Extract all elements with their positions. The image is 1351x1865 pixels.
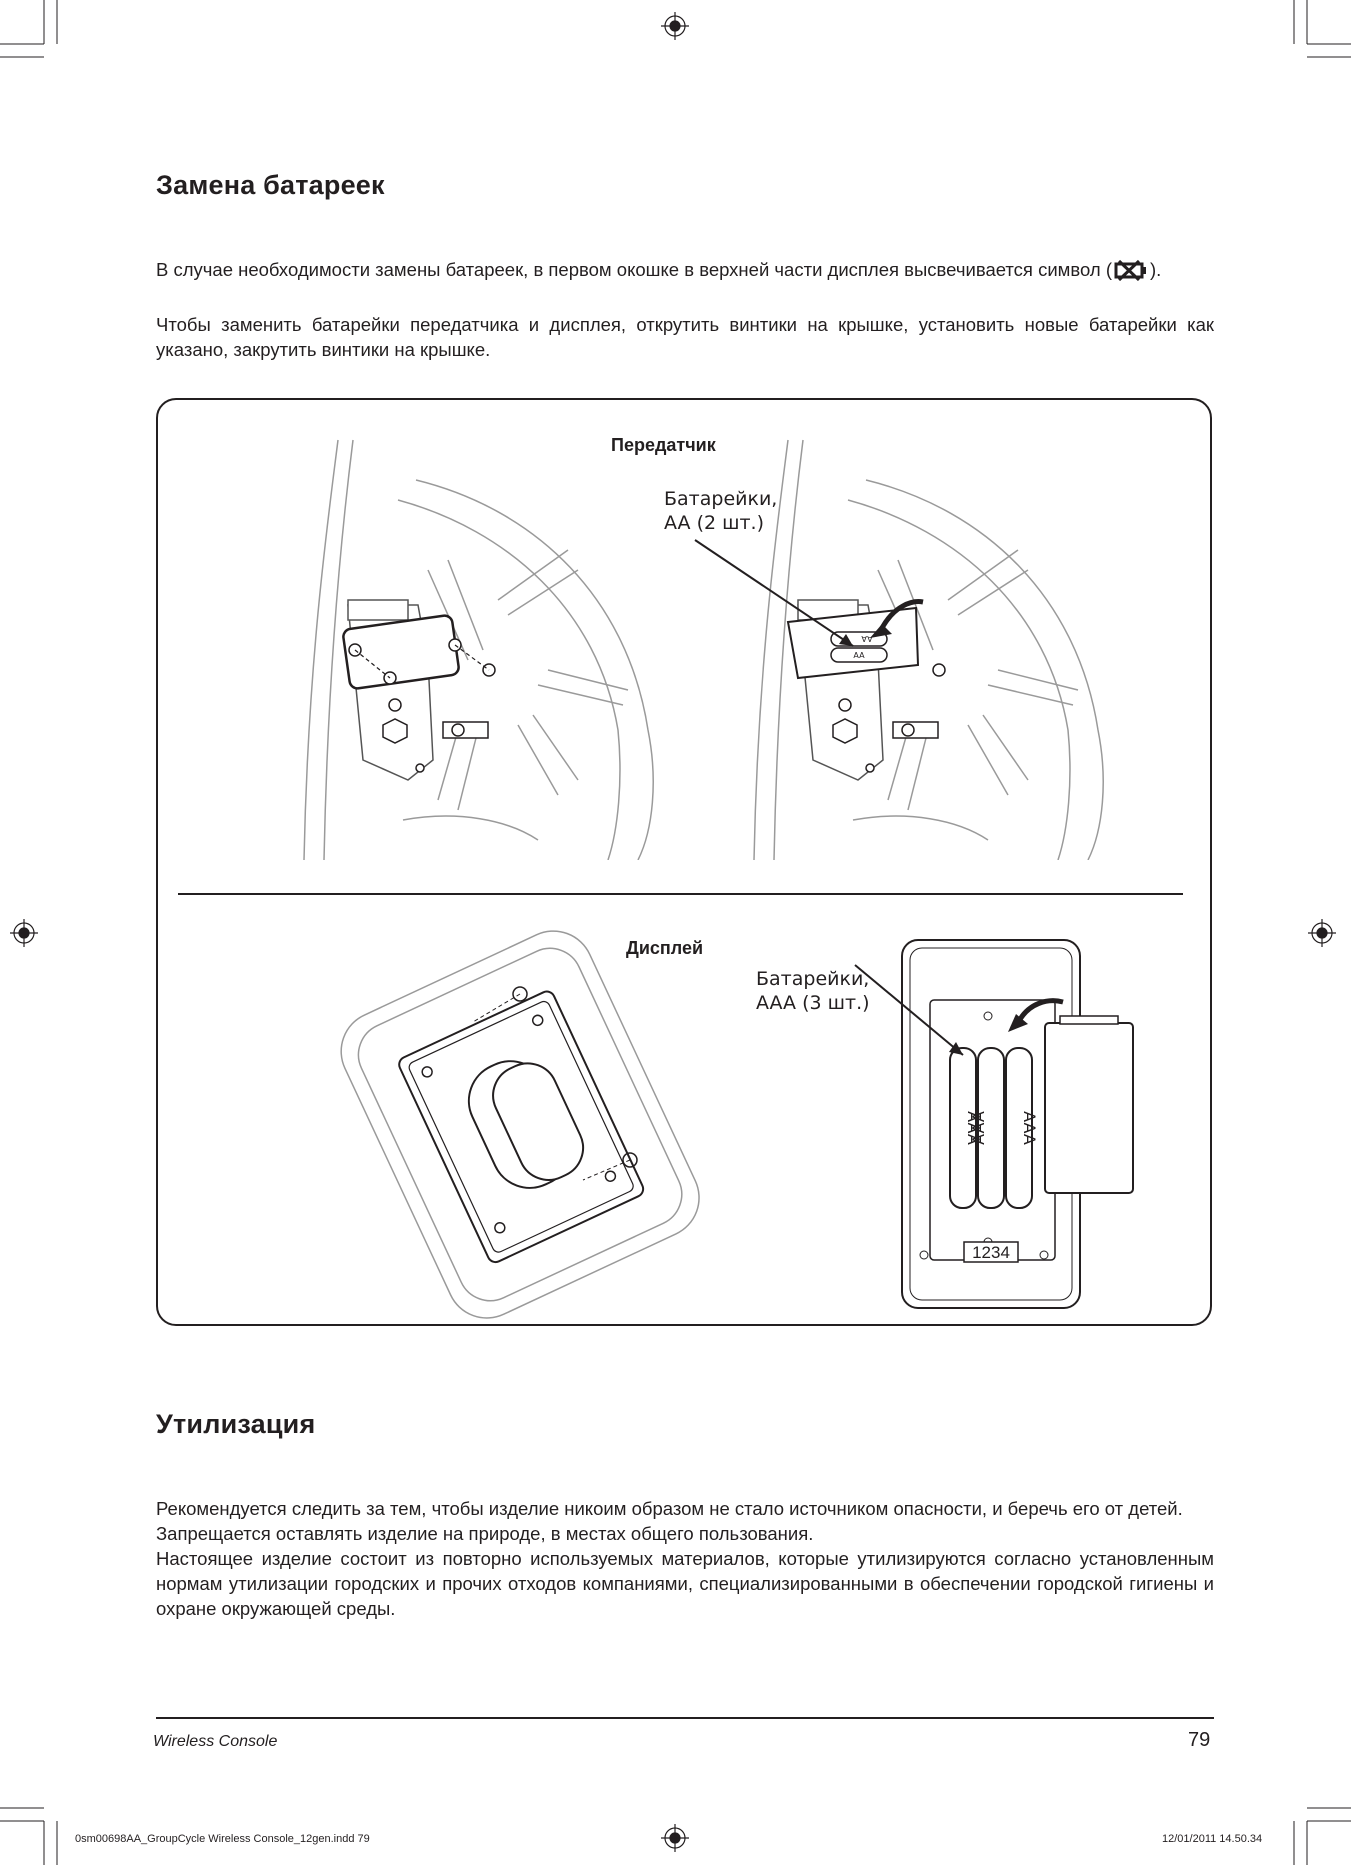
disposal-heading: Утилизация [156,1409,316,1439]
display-illustration: AAA AAA AAA 1234 [340,930,1134,1319]
display-callout-line1: Батарейки, [756,968,870,990]
aaa-battery-label-2: AAA [969,1111,988,1145]
transmitter-callout-line2: AA (2 шт.) [664,512,765,534]
footer-title: Wireless Console [153,1733,278,1750]
transmitter-callout-line1: Батарейки, [664,488,778,510]
transmitter-illustration: AA AA [303,439,1104,860]
display-number-label: 1234 [972,1243,1010,1262]
page-number: 79 [1188,1729,1211,1751]
aaa-battery-label-1: AAA [964,1111,983,1145]
aa-battery-label-top: AA [861,634,873,643]
disposal-text: Рекомендуется следить за тем, чтобы изде… [156,1496,1214,1621]
display-callout-line2: AAA (3 шт.) [756,992,870,1014]
aa-battery-label-bottom: AA [853,651,865,660]
battery-replacement-heading: Замена батареек [156,170,385,200]
battery-instructions: Чтобы заменить батарейки передатчика и д… [156,314,1214,360]
figure-divider [178,893,1183,895]
aaa-battery-label-3: AAA [1020,1111,1039,1145]
battery-illustration-frame [156,398,1212,1326]
battery-replacement-text: В случае необходимости замены батареек, … [156,257,1214,362]
transmitter-title: Передатчик [611,435,716,455]
disposal-line3: Настоящее изделие состоит из повторно ис… [156,1548,1214,1619]
transmitter-battery-callout: Батарейки, AA (2 шт.) [664,487,777,535]
battery-symbol-sentence: В случае необходимости замены батареек, … [156,257,1214,287]
slug-datetime: 12/01/2011 14.50.34 [1162,1833,1263,1845]
display-title: Дисплей [626,938,704,958]
battery-symbol-text-after: ). [1149,259,1162,280]
disposal-line2: Запрещается оставлять изделие на природе… [156,1523,814,1544]
battery-empty-icon [1114,259,1148,287]
slug-file: 0sm00698AA_GroupCycle Wireless Console_1… [75,1833,370,1845]
battery-symbol-text-before: В случае необходимости замены батареек, … [156,259,1112,280]
disposal-line1: Рекомендуется следить за тем, чтобы изде… [156,1498,1183,1519]
display-battery-callout: Батарейки, AAA (3 шт.) [756,967,870,1015]
footer-rule [156,1717,1214,1719]
